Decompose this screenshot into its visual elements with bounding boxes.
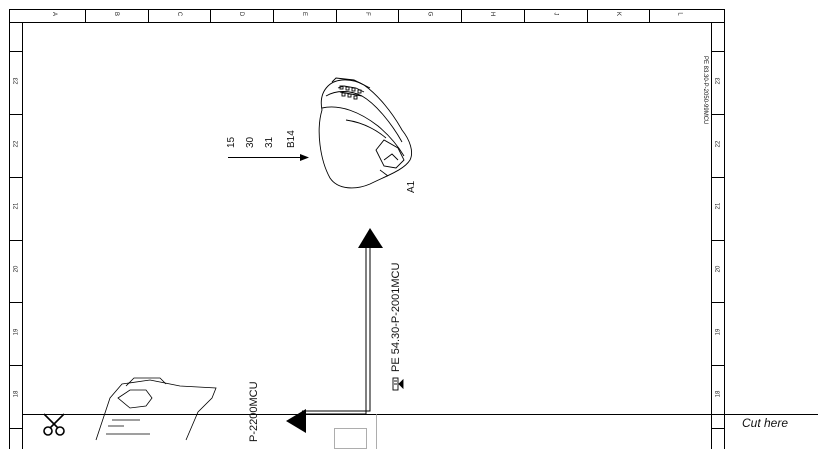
- reference-link[interactable]: PE 54.30-P-2001MCU: [390, 262, 402, 372]
- row-label: 19: [13, 328, 19, 336]
- row-label: 20: [715, 265, 721, 273]
- row-dividers: [9, 51, 725, 429]
- document-code: PE 83.30-P-2050-99MCU: [702, 56, 708, 125]
- row-label: 22: [13, 140, 19, 148]
- pin-label: 15: [226, 136, 237, 148]
- reference-link-bottom[interactable]: P-2200MCU: [248, 381, 260, 442]
- component-a1-drawing: [318, 77, 413, 189]
- row-label: 22: [715, 140, 721, 148]
- column-label: A: [50, 11, 57, 17]
- row-label: 23: [13, 77, 19, 85]
- column-label: B: [112, 11, 119, 17]
- column-label: E: [300, 11, 307, 17]
- lower-box: [334, 428, 367, 449]
- scissors-icon: [43, 413, 65, 436]
- row-label: 20: [13, 265, 19, 273]
- column-label: L: [677, 12, 683, 16]
- row-label: 18: [715, 390, 721, 398]
- cut-here-label: Cut here: [742, 416, 789, 430]
- document-reference-icon: [392, 377, 404, 391]
- column-label: F: [363, 12, 370, 16]
- arrow-up-head: [358, 228, 383, 248]
- row-label: 21: [13, 202, 19, 210]
- lower-component-drawing: [95, 377, 217, 441]
- column-label: C: [176, 11, 182, 17]
- column-label: J: [552, 12, 558, 16]
- column-label: H: [489, 11, 495, 17]
- row-label: 23: [715, 77, 721, 85]
- reference-arrow-path: [286, 228, 383, 433]
- column-label: G: [425, 11, 432, 17]
- column-dividers: [85, 9, 650, 22]
- connector-arrow: [228, 154, 309, 161]
- component-label: A1: [406, 180, 417, 193]
- pin-label: B14: [286, 130, 297, 148]
- column-label: K: [614, 11, 621, 17]
- row-label: 18: [13, 390, 19, 398]
- row-label: 19: [715, 328, 721, 336]
- arrow-left-head: [286, 409, 306, 433]
- pin-label: 31: [264, 136, 275, 148]
- column-label: D: [238, 11, 244, 17]
- row-label: 21: [715, 202, 721, 210]
- sheet-frame: [9, 9, 725, 449]
- pin-label: 30: [245, 136, 256, 148]
